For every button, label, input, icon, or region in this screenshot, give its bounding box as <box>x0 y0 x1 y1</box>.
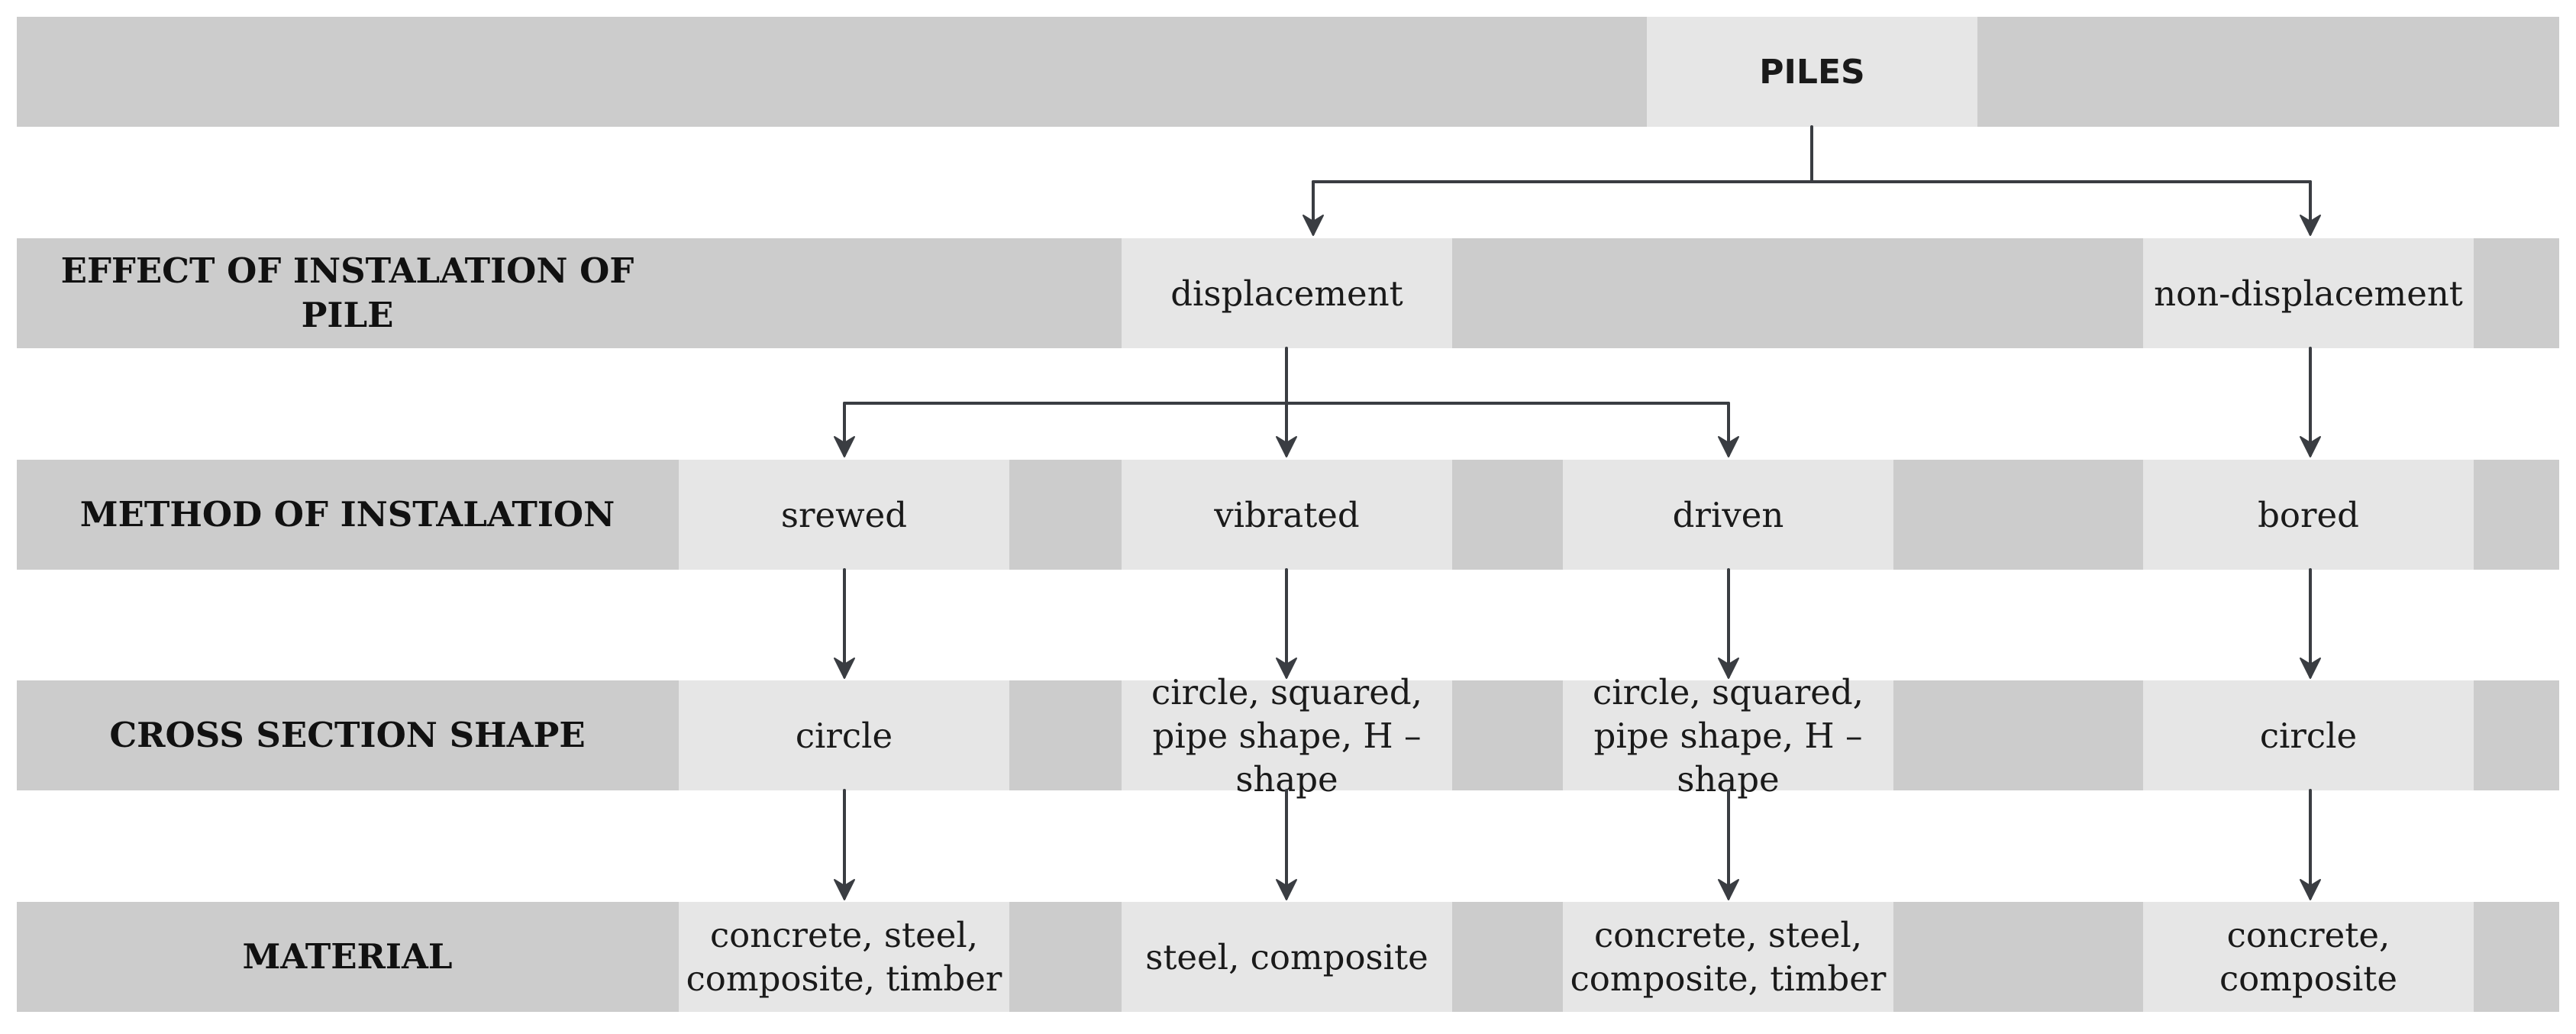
arrowhead-non-displacement <box>2300 215 2321 236</box>
node-material-bored: concrete, composite <box>2143 902 2474 1012</box>
node-method-vibrated: vibrated <box>1122 460 1452 570</box>
node-method-driven: driven <box>1563 460 1893 570</box>
arrowhead-vibrated-shape <box>1276 658 1297 679</box>
row-label-effect: EFFECT OF INSTALATION OF PILE <box>60 250 634 335</box>
arrowhead-bored-material <box>2300 879 2321 900</box>
arrowhead-driven <box>1718 436 1739 457</box>
arrowhead-vibrated <box>1276 436 1297 457</box>
arrowhead-driven-shape <box>1718 658 1739 679</box>
row-label-method: METHOD OF INSTALATION <box>79 494 615 535</box>
row-band-root <box>17 17 2559 127</box>
node-method-srewed: srewed <box>679 460 1009 570</box>
arrowhead-displacement <box>1303 215 1324 236</box>
node-non-displacement: non-displacement <box>2143 238 2474 348</box>
arrowhead-driven-material <box>1718 879 1739 900</box>
node-material-driven: concrete, steel, composite, timber <box>1563 902 1893 1012</box>
connector-displacement-split <box>843 347 1730 405</box>
arrowhead-bored-shape <box>2300 658 2321 679</box>
row-label-shape: CROSS SECTION SHAPE <box>109 715 586 755</box>
row-label-material: MATERIAL <box>242 936 453 977</box>
connector-piles-split <box>1312 125 2312 183</box>
node-shape-driven: circle, squared, pipe shape, H – shape <box>1563 672 1893 800</box>
root-node-piles: PILES <box>1647 17 1977 127</box>
node-displacement: displacement <box>1122 238 1452 348</box>
arrowhead-bored <box>2300 436 2321 457</box>
arrowhead-srewed-material <box>834 879 855 900</box>
arrowhead-vibrated-material <box>1276 879 1297 900</box>
node-shape-bored: circle <box>2143 680 2474 790</box>
arrowhead-srewed-shape <box>834 658 855 679</box>
node-material-srewed: concrete, steel, composite, timber <box>679 902 1009 1012</box>
node-method-bored: bored <box>2143 460 2474 570</box>
arrowhead-srewed <box>834 436 855 457</box>
node-material-vibrated: steel, composite <box>1122 902 1452 1012</box>
node-shape-srewed: circle <box>679 680 1009 790</box>
node-shape-vibrated: circle, squared, pipe shape, H – shape <box>1122 672 1452 800</box>
